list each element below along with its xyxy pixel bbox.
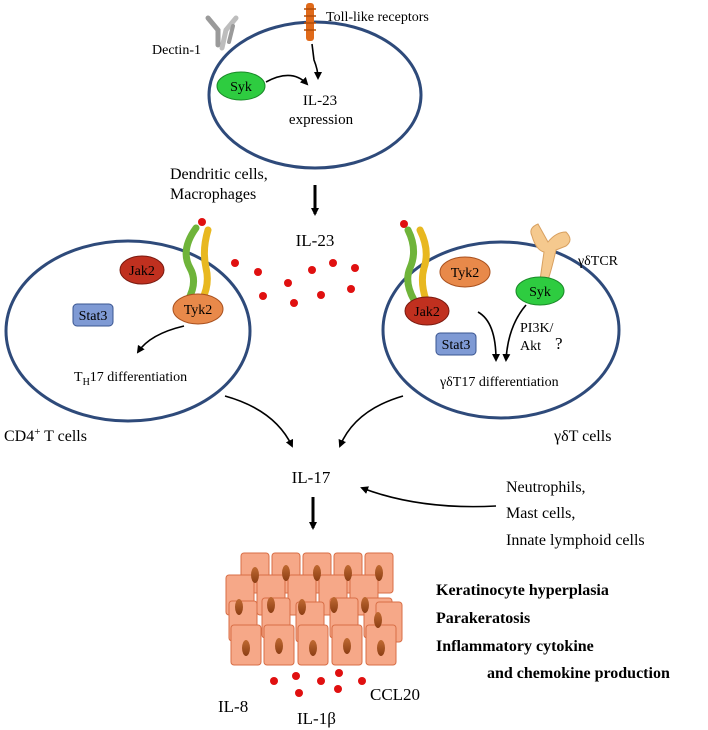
stat3-right bbox=[435, 332, 477, 356]
arrow-tlr-to-il23 bbox=[311, 43, 322, 80]
arrow-syk-to-gdt17 bbox=[502, 304, 527, 362]
dectin-1-label: Dectin-1 bbox=[152, 43, 201, 58]
il23-dot bbox=[351, 264, 359, 272]
il8-label: IL-8 bbox=[218, 697, 248, 716]
syk-right bbox=[515, 276, 565, 306]
top-cell: Dectin-1 Toll-like receptors Syk IL-23 e… bbox=[152, 3, 429, 170]
macrophages-label: Macrophages bbox=[170, 186, 256, 203]
il23-dot bbox=[231, 259, 239, 267]
il23-receptor-right-icon bbox=[404, 226, 430, 304]
il23-expression-line2: expression bbox=[289, 112, 354, 128]
tyk2-right bbox=[439, 256, 491, 288]
top-cell-membrane bbox=[207, 20, 423, 170]
arrow-syk-to-il23 bbox=[265, 74, 309, 86]
tyk2-right-label: Tyk2 bbox=[451, 266, 480, 281]
syk-top bbox=[216, 71, 266, 101]
gamma-delta-tcr-label: γδTCR bbox=[577, 254, 619, 269]
il23-dot bbox=[317, 291, 325, 299]
il23-receptor-left-icon bbox=[182, 224, 212, 304]
innate-lymphoid-cells-label: Innate lymphoid cells bbox=[506, 532, 645, 549]
il23-dot bbox=[308, 266, 316, 274]
il23-dot bbox=[329, 259, 337, 267]
arrow-left-to-th17 bbox=[136, 325, 185, 354]
gamma-delta-tcr-icon bbox=[530, 223, 571, 281]
gd-cell-membrane bbox=[381, 240, 621, 420]
th17-differentiation-label: TH17 differentiation bbox=[74, 370, 187, 388]
question-mark: ? bbox=[555, 334, 563, 353]
mediator-molecules bbox=[270, 669, 366, 697]
stat3-left-label: Stat3 bbox=[79, 309, 108, 324]
jak2-left-label: Jak2 bbox=[129, 264, 155, 279]
mediator-dot bbox=[292, 672, 300, 680]
effect-keratinocyte-hyperplasia: Keratinocyte hyperplasia bbox=[436, 582, 609, 599]
il17-label: IL-17 bbox=[292, 468, 331, 487]
il23-expression-line1: IL-23 bbox=[303, 93, 337, 109]
toll-like-receptor-icon bbox=[304, 3, 316, 41]
effect-parakeratosis: Parakeratosis bbox=[436, 610, 530, 627]
tyk2-left-label: Tyk2 bbox=[184, 303, 213, 318]
cd4-t-cells-label: CD4+ T cells bbox=[4, 426, 87, 445]
il23-dot bbox=[254, 268, 262, 276]
cd4-t-cell: Jak2 Tyk2 Stat3 TH17 differentiation bbox=[4, 224, 252, 423]
effect-chemokine-production: and chemokine production bbox=[487, 665, 670, 682]
keratinocyte-layer bbox=[225, 552, 403, 666]
stat3-right-label: Stat3 bbox=[442, 338, 471, 353]
dectin-1-receptor-icon bbox=[205, 15, 239, 51]
mediator-dot bbox=[317, 677, 325, 685]
jak2-left bbox=[119, 255, 165, 285]
neutrophils-label: Neutrophils, bbox=[506, 479, 586, 496]
stat3-left bbox=[72, 303, 114, 327]
mediator-dot bbox=[270, 677, 278, 685]
toll-like-receptors-label: Toll-like receptors bbox=[326, 10, 429, 25]
il1b-label: IL-1β bbox=[297, 709, 336, 728]
effect-inflammatory-cytokine: Inflammatory cytokine bbox=[436, 638, 594, 655]
ccl20-label: CCL20 bbox=[370, 685, 420, 704]
cd4-cell-membrane bbox=[4, 239, 252, 423]
il23-dot bbox=[259, 292, 267, 300]
jak2-right bbox=[404, 296, 450, 326]
keratinocyte-nuclei bbox=[235, 565, 385, 656]
akt-label: Akt bbox=[520, 339, 541, 354]
arrow-gdt-to-il17 bbox=[338, 395, 404, 448]
syk-right-label: Syk bbox=[529, 285, 551, 300]
mediator-dot bbox=[335, 669, 343, 677]
il23-center-label: IL-23 bbox=[296, 231, 335, 250]
il23-molecules bbox=[198, 218, 408, 307]
mediator-dot bbox=[295, 689, 303, 697]
gamma-delta-t-cells-label: γδT cells bbox=[553, 428, 611, 445]
jak2-right-label: Jak2 bbox=[414, 305, 440, 320]
gamma-delta-t-cell: γδTCR Tyk2 Syk Jak2 Stat3 PI3K/ Akt ? γδ… bbox=[381, 223, 621, 420]
il23-dot bbox=[284, 279, 292, 287]
arrow-cd4-to-il17 bbox=[224, 395, 294, 448]
mast-cells-label: Mast cells, bbox=[506, 505, 575, 522]
il23-dot bbox=[290, 299, 298, 307]
arrow-jak-to-gdt17 bbox=[477, 311, 500, 362]
gdt17-differentiation-label: γδT17 differentiation bbox=[439, 375, 559, 390]
il23-dot bbox=[400, 220, 408, 228]
arrow-other-sources-to-il17 bbox=[360, 486, 497, 508]
dendritic-cells-label: Dendritic cells, bbox=[170, 166, 268, 183]
syk-top-label: Syk bbox=[230, 80, 252, 95]
il23-dot bbox=[198, 218, 206, 226]
il23-dot bbox=[347, 285, 355, 293]
mediator-dot bbox=[358, 677, 366, 685]
tyk2-left bbox=[172, 293, 224, 325]
mediator-dot bbox=[334, 685, 342, 693]
pi3k-label: PI3K/ bbox=[520, 321, 554, 336]
